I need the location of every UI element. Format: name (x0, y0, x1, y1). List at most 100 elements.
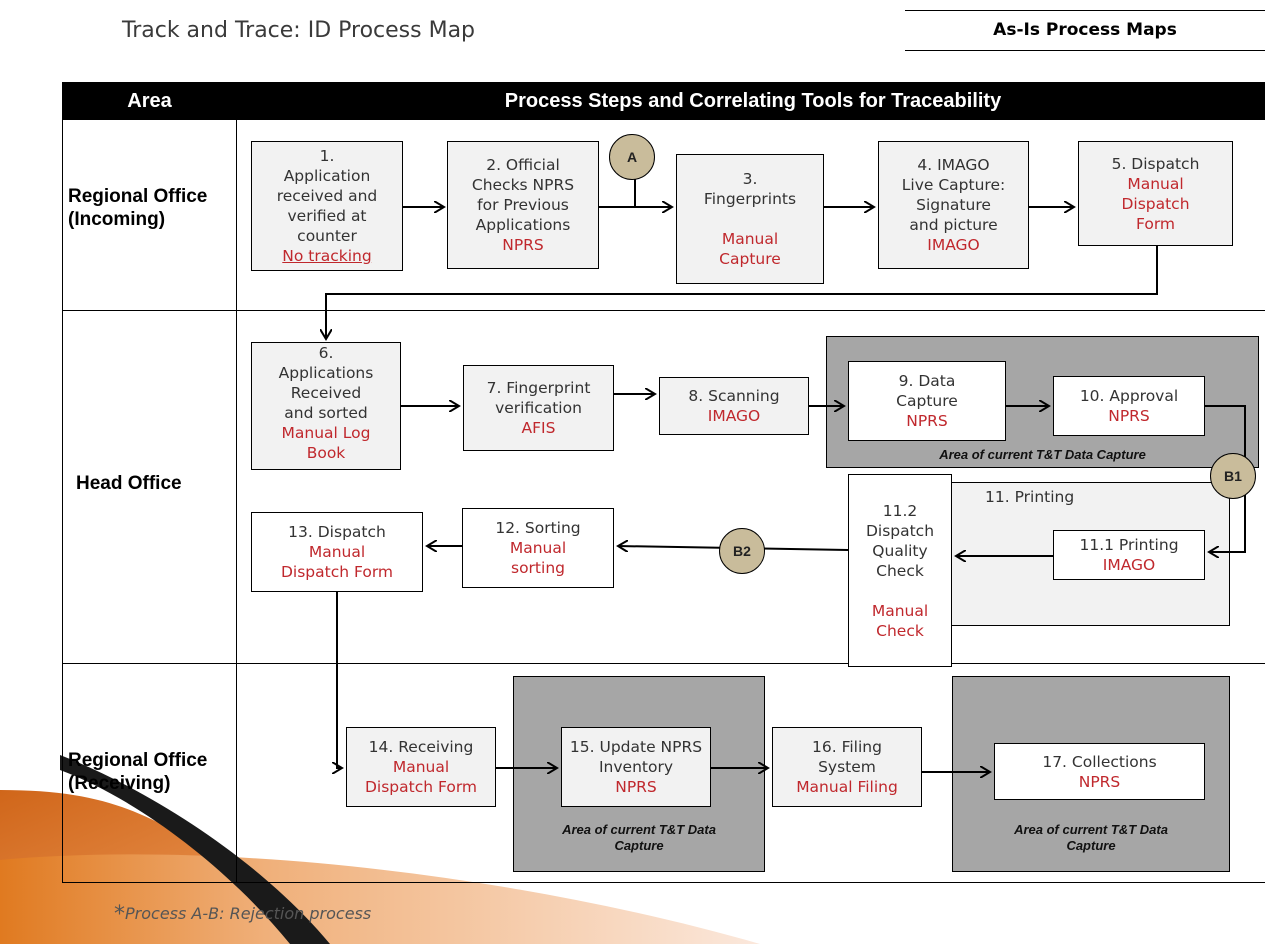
step-text-line: Application (283, 167, 371, 185)
step-7-box: 7. Fingerprint verification AFIS (463, 365, 614, 451)
step-5-box: 5. Dispatch Manual Dispatch Form (1078, 141, 1233, 246)
footnote: *Process A-B: Rejection process (114, 902, 371, 927)
step-text-line: 17. Collections (1042, 752, 1157, 771)
step-text-line: 8. Scanning (688, 387, 780, 405)
step-text-line: Dispatch (865, 521, 935, 540)
step-text-line: 10. Approval (1079, 387, 1179, 405)
step-10-box: 10. Approval NPRS (1053, 376, 1205, 436)
step-text-line: Live Capture: (901, 176, 1006, 194)
step-tool: Form (1135, 214, 1176, 233)
area-label-line: (Incoming) (68, 209, 166, 230)
step-tool: Capture (719, 250, 781, 268)
step-text-line: 6. (318, 344, 334, 362)
caption-line: Area of current T&T Data (1014, 822, 1168, 837)
step-tool: Manual (721, 230, 779, 248)
step-tool: No tracking (282, 247, 372, 265)
step-text-line: Capture (896, 392, 958, 410)
step-text-line: Applications (475, 216, 571, 234)
step-11-label: 11. Printing (985, 488, 1075, 506)
step-tool: Manual Filing (796, 778, 898, 796)
step-text-line: Checks NPRS (471, 176, 575, 194)
step-tool: NPRS (906, 412, 948, 430)
step-text-line: and picture (909, 216, 998, 234)
step-tool: IMAGO (927, 236, 980, 254)
step-tool: NPRS (502, 236, 544, 254)
step-tool: Dispatch Form (280, 563, 394, 581)
step-text-line: verified at (287, 207, 367, 225)
step-9-box: 9. Data Capture NPRS (848, 361, 1006, 441)
step-tool: IMAGO (707, 407, 761, 425)
step-text-line: 11.1 Printing (1079, 536, 1179, 554)
tt-capture-caption: Area of current T&T Data Capture (513, 822, 765, 854)
step-text-line: 5. Dispatch (1111, 154, 1200, 173)
step-text-line: received and (276, 187, 378, 205)
step-text-line: Fingerprints (703, 190, 797, 208)
step-text-line: counter (297, 227, 357, 245)
tt-capture-caption: Area of current T&T Data Capture (939, 447, 1146, 462)
step-text-line: 12. Sorting (495, 519, 581, 537)
table-bottom-border (62, 882, 1265, 883)
step-text-line: verification (495, 399, 582, 417)
step-text-line: 7. Fingerprint (486, 379, 591, 397)
step-tool: NPRS (1108, 407, 1150, 425)
step-text-line: and sorted (284, 404, 368, 422)
caption-line: Area of current T&T Data (562, 822, 716, 837)
step-text-line: 4. IMAGO (917, 156, 990, 174)
step-text-line: Inventory (598, 758, 674, 776)
table-header: Area Process Steps and Correlating Tools… (62, 82, 1265, 120)
step-tool: Dispatch (1121, 194, 1190, 213)
step-text-line: 15. Update NPRS (569, 738, 703, 756)
step-4-box: 4. IMAGO Live Capture: Signature and pic… (878, 141, 1029, 269)
page-title: Track and Trace: ID Process Map (122, 18, 476, 43)
caption-line: Capture (614, 838, 664, 853)
step-tool: IMAGO (1102, 556, 1156, 574)
step-tool: Book (306, 444, 346, 462)
step-text-line: 11.2 (882, 501, 918, 520)
badge-top-rule (905, 10, 1265, 11)
section-badge: As-Is Process Maps (993, 20, 1177, 40)
step-text-line: Signature (916, 196, 991, 214)
step-6-box: 6. Applications Received and sorted Manu… (251, 342, 401, 470)
step-tool: Manual (1127, 174, 1184, 193)
arrow-5-to-6 (326, 246, 1158, 339)
step-text-line: 14. Receiving (368, 738, 474, 756)
step-tool: Manual (392, 758, 450, 776)
step-tool: Manual (871, 601, 929, 620)
step-text-line: 2. Official (486, 156, 560, 174)
area-label-head-office: Head Office (76, 473, 182, 494)
step-17-box: 17. Collections NPRS (994, 743, 1205, 800)
step-text-line: for Previous (477, 196, 569, 214)
step-3-box: 3. Fingerprints Manual Capture (676, 154, 824, 284)
step-13-box: 13. Dispatch Manual Dispatch Form (251, 512, 423, 592)
step-tool: AFIS (521, 419, 556, 437)
step-12-box: 12. Sorting Manual sorting (462, 508, 614, 588)
connector-b1: B1 (1210, 453, 1256, 499)
step-tool: NPRS (1078, 772, 1121, 791)
step-1-box: 1. Application received and verified at … (251, 141, 403, 271)
area-label-line: Regional Office (68, 750, 208, 771)
badge-bottom-rule (905, 50, 1265, 51)
step-tool: Manual Log (281, 424, 371, 442)
step-tool: Check (876, 621, 924, 640)
arrow-13-to-14 (337, 592, 342, 768)
step-text-line: 13. Dispatch (288, 523, 386, 541)
step-tool: NPRS (615, 778, 657, 796)
area-label-regional-incoming: Regional Office (Incoming) (68, 185, 207, 231)
table-left-border (62, 120, 63, 883)
tt-capture-caption: Area of current T&T Data Capture (952, 822, 1230, 854)
step-11-2-box: 11.2 Dispatch Quality Check Manual Check (848, 474, 952, 667)
step-tool: Manual (308, 543, 366, 561)
step-text-line: 3. (742, 170, 758, 188)
step-8-box: 8. Scanning IMAGO (659, 377, 809, 435)
step-11-1-box: 11.1 Printing IMAGO (1053, 530, 1205, 580)
connector-b2: B2 (719, 528, 765, 574)
step-text-line: Check (876, 561, 924, 580)
step-text-line: 16. Filing (812, 738, 882, 756)
area-label-line: (Receiving) (68, 773, 171, 794)
row-divider-1 (62, 310, 1265, 311)
step-text-line: System (818, 758, 876, 776)
step-16-box: 16. Filing System Manual Filing (772, 727, 922, 807)
step-15-box: 15. Update NPRS Inventory NPRS (561, 727, 711, 807)
